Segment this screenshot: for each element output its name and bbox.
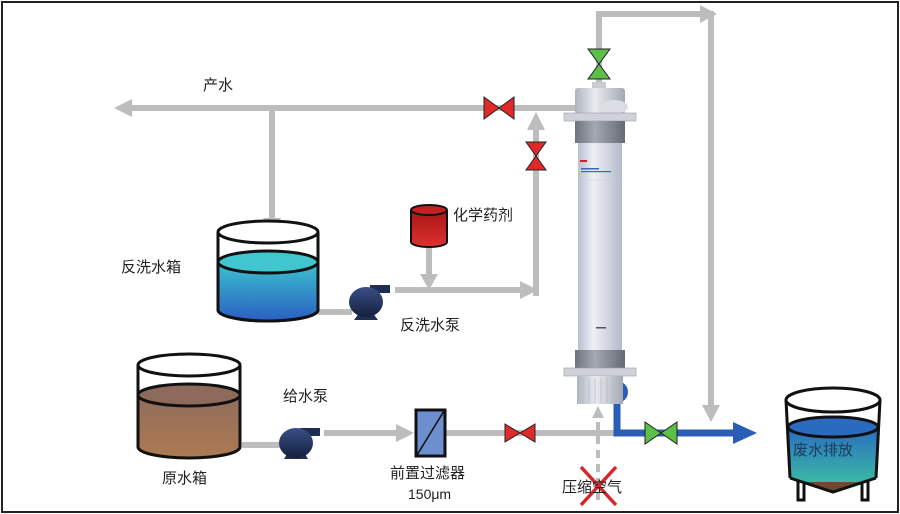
backwash-tank[interactable]: [216, 219, 320, 323]
backwash-tank-label: 反洗水箱: [121, 258, 182, 276]
feed-arrowhead: [396, 424, 414, 442]
backwash-pump-label: 反洗水泵: [400, 316, 461, 334]
feed-pump-label: 给水泵: [283, 387, 329, 405]
active-drain-arrowhead: [733, 422, 757, 444]
feed-valve[interactable]: [504, 423, 536, 443]
riser-arrowhead: [527, 112, 545, 130]
backwash-inlet-valve[interactable]: [525, 141, 547, 171]
compressed-air-disabled-cross-icon: [579, 465, 618, 507]
top-drain-arrowhead: [700, 5, 717, 23]
chemical-dosing-tank[interactable]: [410, 204, 448, 248]
prefilter-label: 前置过滤器: [390, 464, 466, 482]
waste-tank[interactable]: [784, 386, 882, 502]
uf-module[interactable]: [563, 82, 637, 404]
backwash-line-arrowhead: [520, 281, 538, 299]
valves: [483, 48, 678, 445]
chemical-label: 化学药剂: [453, 206, 514, 224]
top-drain-valve[interactable]: [587, 48, 611, 80]
backwash-pump[interactable]: [349, 285, 390, 320]
product-valve[interactable]: [483, 96, 515, 120]
chemical-arrowhead: [420, 274, 438, 290]
compressed-air-arrowhead: [592, 406, 604, 418]
active-drain-pipe: [613, 392, 742, 437]
module-top-clamp: [563, 112, 637, 122]
feed-pump[interactable]: [279, 428, 320, 459]
top-drain-pipe: [596, 11, 704, 84]
product-water-arrowhead: [114, 99, 132, 117]
bottom-drain-valve[interactable]: [644, 421, 678, 445]
module-bottom-cap: [577, 376, 623, 404]
prefilter-spec-label: 150μm: [408, 486, 452, 502]
raw-tank-label: 原水箱: [162, 469, 208, 487]
module-body: [578, 143, 622, 350]
prefilter[interactable]: [414, 408, 447, 458]
compressed-air-label: 压缩空气: [562, 478, 623, 496]
product-water-label: 产水: [203, 76, 234, 94]
concentrate-arrowhead: [702, 405, 720, 422]
waste-discharge-label: 废水排放: [793, 441, 854, 459]
raw-water-tank[interactable]: [136, 352, 242, 460]
active-drain-line: [606, 381, 757, 444]
module-bottom-clamp: [563, 367, 637, 377]
